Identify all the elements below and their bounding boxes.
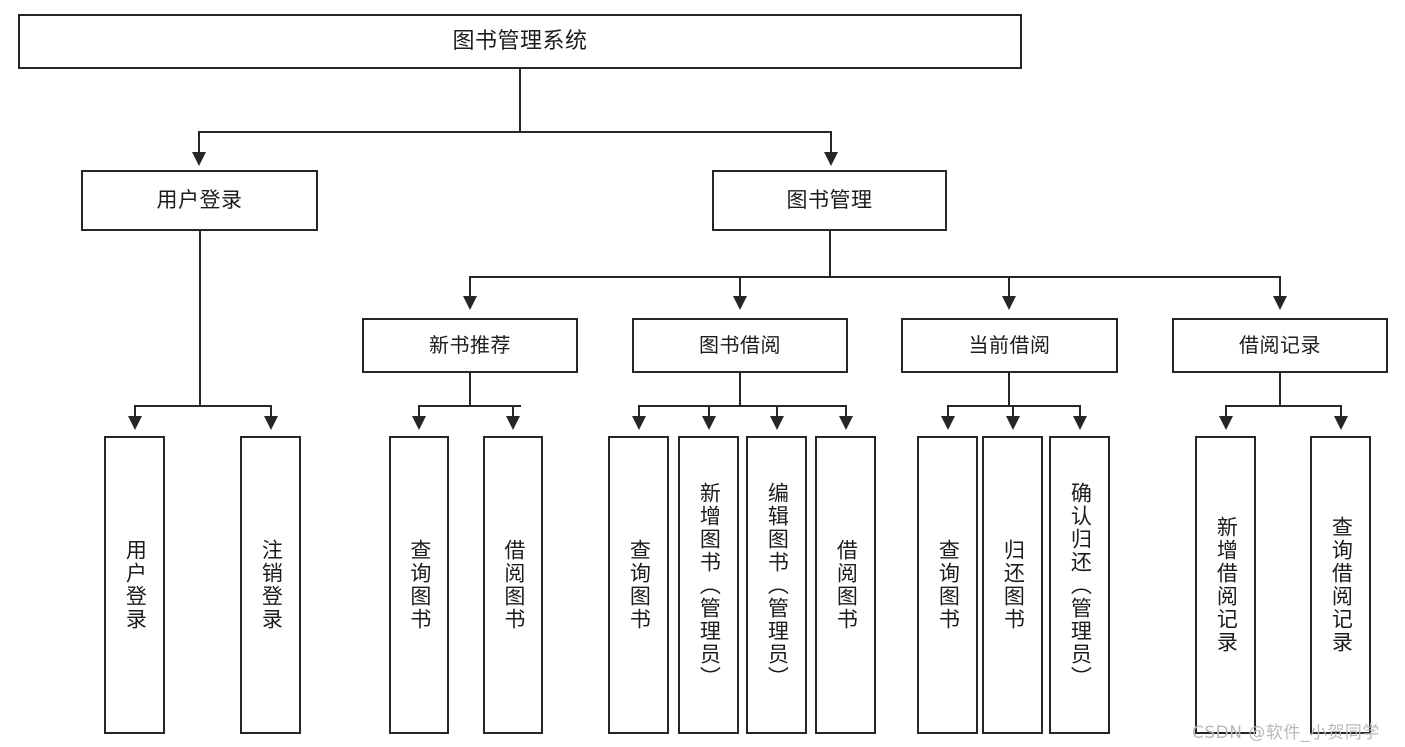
arrow-bb-to-leaf-2 [702, 416, 716, 430]
node-label: 查询借阅记录 [1329, 516, 1354, 654]
arrow-bb-to-leaf-3 [770, 416, 784, 430]
arrow-bb-to-leaf-1 [632, 416, 646, 430]
node-label: 图书借阅 [699, 333, 781, 357]
node-label: 用户登录 [156, 188, 243, 213]
connector-borrow-record-stem [1279, 373, 1281, 406]
node-label: 确认归还（管理员） [1068, 481, 1093, 689]
leaf-current-borrow-3[interactable]: 确认归还（管理员） [1049, 436, 1110, 734]
connector-user-login-stem [199, 231, 201, 406]
connector-book-management-stem [829, 231, 831, 277]
node-label: 注销登录 [259, 539, 284, 631]
node-label: 编辑图书（管理员） [765, 481, 790, 689]
connector-bb-to-leaf-2 [708, 405, 710, 418]
node-label: 新增借阅记录 [1214, 516, 1239, 654]
connector-bb-to-leaf-1 [638, 405, 640, 418]
node-label: 查询图书 [936, 539, 961, 631]
node-book-management[interactable]: 图书管理 [712, 170, 947, 231]
node-label: 新增图书（管理员） [697, 481, 722, 689]
arrow-user-login-to-leaf-1 [128, 416, 142, 430]
connector-user-login-bus [134, 405, 270, 407]
arrow-cb-to-leaf-1 [941, 416, 955, 430]
arrow-nb-to-leaf-2 [506, 416, 520, 430]
leaf-book-borrow-3[interactable]: 编辑图书（管理员） [746, 436, 807, 734]
connector-root-stem [519, 69, 521, 132]
node-label: 借阅图书 [501, 539, 526, 631]
leaf-book-borrow-4[interactable]: 借阅图书 [815, 436, 876, 734]
leaf-user-login-2[interactable]: 注销登录 [240, 436, 301, 734]
connector-root-to-book-management [830, 131, 832, 154]
connector-bm-to-current-borrow [1008, 276, 1010, 298]
connector-bm-to-book-borrow [739, 276, 741, 298]
connector-cb-to-leaf-2 [1012, 405, 1014, 418]
node-label: 借阅记录 [1239, 333, 1321, 357]
arrow-bm-to-new-book [463, 296, 477, 310]
leaf-new-book-recommend-2[interactable]: 借阅图书 [483, 436, 543, 734]
node-book-borrow[interactable]: 图书借阅 [632, 318, 848, 373]
connector-bm-to-new-book [469, 276, 471, 298]
node-label: 图书管理系统 [452, 28, 588, 54]
connector-bb-to-leaf-3 [776, 405, 778, 418]
csdn-watermark: CSDN @软件_小贺同学 [1192, 723, 1380, 743]
leaf-book-borrow-2[interactable]: 新增图书（管理员） [678, 436, 739, 734]
node-current-borrow[interactable]: 当前借阅 [901, 318, 1118, 373]
leaf-user-login-1[interactable]: 用户登录 [104, 436, 165, 734]
arrow-user-login-to-leaf-2 [264, 416, 278, 430]
arrow-bm-to-borrow-record [1273, 296, 1287, 310]
arrow-cb-to-leaf-3 [1073, 416, 1087, 430]
arrow-bb-to-leaf-4 [839, 416, 853, 430]
arrow-cb-to-leaf-2 [1006, 416, 1020, 430]
connector-user-login-to-leaf-1 [134, 405, 136, 418]
leaf-borrow-record-1[interactable]: 新增借阅记录 [1195, 436, 1256, 734]
node-label: 图书管理 [786, 188, 873, 213]
connector-book-management-bus [469, 276, 1281, 278]
arrow-nb-to-leaf-1 [412, 416, 426, 430]
arrow-bm-to-book-borrow [733, 296, 747, 310]
node-borrow-record[interactable]: 借阅记录 [1172, 318, 1388, 373]
connector-cb-to-leaf-3 [1079, 405, 1081, 418]
connector-user-login-to-leaf-2 [270, 405, 272, 418]
leaf-book-borrow-1[interactable]: 查询图书 [608, 436, 669, 734]
arrow-bm-to-current-borrow [1002, 296, 1016, 310]
connector-borrow-record-bus [1225, 405, 1340, 407]
arrow-br-to-leaf-1 [1219, 416, 1233, 430]
connector-nb-to-leaf-1 [418, 405, 420, 418]
node-label: 查询图书 [627, 539, 652, 631]
leaf-current-borrow-1[interactable]: 查询图书 [917, 436, 978, 734]
node-user-login[interactable]: 用户登录 [81, 170, 318, 231]
arrow-root-to-user-login [192, 152, 206, 166]
leaf-current-borrow-2[interactable]: 归还图书 [982, 436, 1043, 734]
connector-nb-to-leaf-2 [512, 405, 514, 418]
connector-new-book-stem [469, 373, 471, 406]
connector-book-borrow-stem [739, 373, 741, 406]
connector-br-to-leaf-1 [1225, 405, 1227, 418]
connector-br-to-leaf-2 [1340, 405, 1342, 418]
connector-cb-to-leaf-1 [947, 405, 949, 418]
node-new-book-recommend[interactable]: 新书推荐 [362, 318, 578, 373]
arrow-root-to-book-management [824, 152, 838, 166]
arrow-br-to-leaf-2 [1334, 416, 1348, 430]
node-label: 当前借阅 [968, 333, 1051, 357]
node-root-book-management-system[interactable]: 图书管理系统 [18, 14, 1022, 69]
node-label: 查询图书 [407, 539, 432, 631]
connector-book-borrow-bus [638, 405, 845, 407]
node-label: 用户登录 [123, 539, 148, 631]
node-label: 新书推荐 [429, 333, 511, 357]
leaf-new-book-recommend-1[interactable]: 查询图书 [389, 436, 449, 734]
node-label: 借阅图书 [834, 539, 859, 631]
node-label: 归还图书 [1001, 539, 1026, 631]
connector-bb-to-leaf-4 [845, 405, 847, 418]
connector-root-bus [198, 131, 831, 133]
connector-new-book-bus [418, 405, 521, 407]
connector-current-borrow-stem [1008, 373, 1010, 406]
connector-root-to-user-login [198, 131, 200, 154]
leaf-borrow-record-2[interactable]: 查询借阅记录 [1310, 436, 1371, 734]
connector-bm-to-borrow-record [1279, 276, 1281, 298]
